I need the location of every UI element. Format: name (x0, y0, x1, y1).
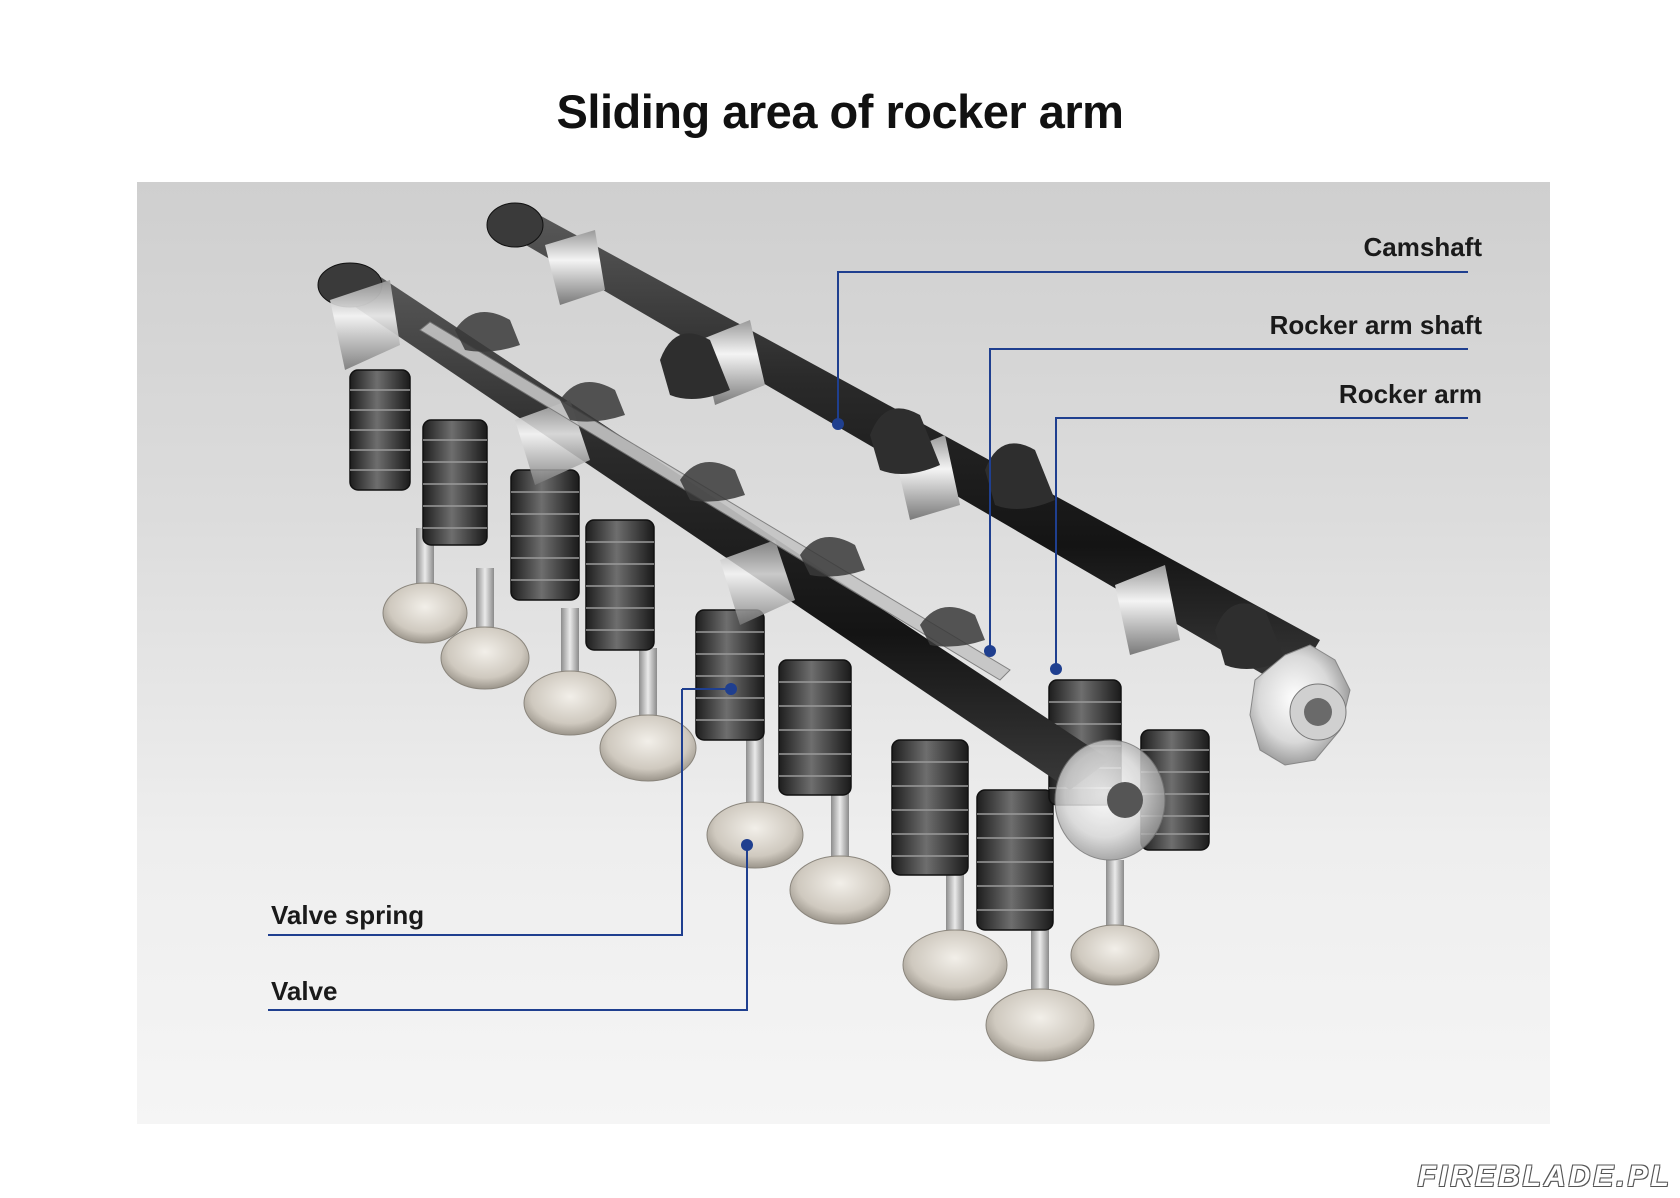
camshaft-leader-line (837, 271, 1468, 424)
valve-dot (741, 839, 753, 851)
valve-leader-line (268, 845, 748, 1011)
cam-sprocket (1249, 644, 1351, 766)
valve-group-back (382, 528, 1160, 1062)
leader-dots (725, 418, 1062, 851)
rocker-arm-leader-line (1055, 417, 1468, 669)
valve-spring-label: Valve spring (271, 900, 425, 930)
page-title: Sliding area of rocker arm (556, 85, 1124, 138)
rocker-arm-shaft-dot (984, 645, 996, 657)
camshaft-dot (832, 418, 844, 430)
valve-spring-group (349, 369, 1210, 931)
rocker-arm-shaft-leader-line (989, 348, 1468, 651)
valve-label: Valve (271, 976, 338, 1006)
rocker-arm-shaft-part (419, 312, 1011, 681)
rear-camshaft (486, 202, 1351, 766)
rocker-arm-shaft-label: Rocker arm shaft (1269, 310, 1482, 340)
valve-spring-leader-line (268, 689, 683, 936)
rocker-arm-dot (1050, 663, 1062, 675)
rocker-arm-label: Rocker arm (1338, 379, 1482, 409)
watermark-logo: FIREBLADE.PL (1417, 1160, 1672, 1193)
camshaft-label: Camshaft (1363, 232, 1482, 262)
front-camshaft (317, 262, 1166, 861)
leader-lines (268, 271, 1468, 1011)
